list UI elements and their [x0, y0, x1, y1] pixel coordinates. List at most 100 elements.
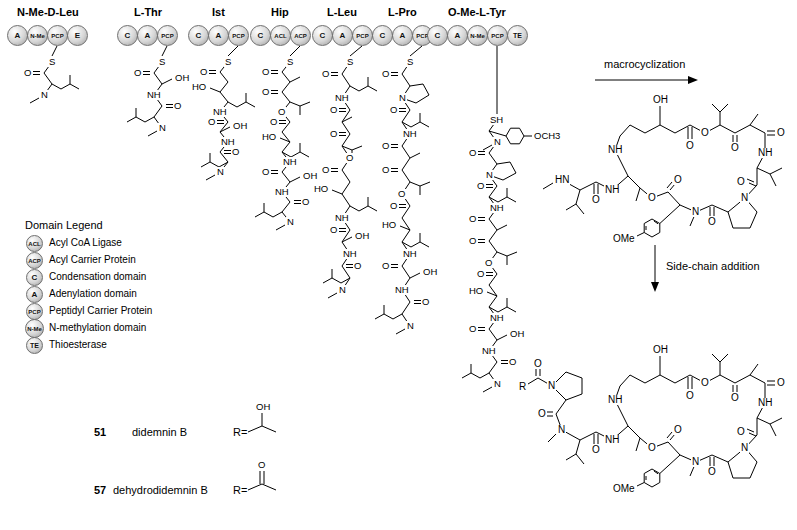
atom-label: NH: [342, 249, 358, 259]
bond-line: [162, 79, 172, 84]
bond-line: [331, 169, 338, 172]
atom-label: O: [730, 143, 740, 153]
bond-line: [350, 46, 362, 56]
bond-line: [328, 293, 337, 298]
domain-circle: C: [188, 25, 209, 46]
domain-circle: ACP: [26, 252, 43, 269]
bond-line: [339, 229, 346, 232]
atom-label: O: [776, 128, 786, 138]
atom-label: N: [485, 170, 494, 180]
bond-line: [414, 301, 421, 304]
atom-label: OH: [652, 95, 669, 105]
domain-abbreviation: ACL: [28, 241, 40, 247]
bond-line: [391, 73, 398, 76]
bond-line: [201, 153, 228, 167]
bond-line: [279, 121, 286, 124]
atom-label: N: [493, 379, 502, 389]
bond-line: [489, 131, 506, 136]
compound-number: 51: [93, 427, 107, 438]
module-name: N-Me-D-Leu: [16, 7, 80, 18]
atom-label: N: [40, 90, 49, 100]
atom-label: NH: [607, 395, 623, 405]
atom-label: O: [207, 117, 216, 127]
domain-circle: N-Me: [467, 25, 488, 46]
bond-line: [391, 265, 398, 268]
atom-label: O: [353, 261, 362, 271]
atom-label: O: [199, 67, 208, 77]
arrow-line: [595, 80, 690, 81]
bond-line: [489, 120, 497, 384]
atom-label: OMe: [612, 234, 636, 244]
bond-line: [339, 133, 346, 136]
atom-label: O: [261, 87, 270, 97]
atom-label: N: [406, 321, 415, 331]
legend-text: Acyl CoA Ligase: [48, 238, 123, 248]
caption-text: Domain Legend: [24, 220, 104, 231]
bond-line: [402, 113, 429, 127]
atom-label: O: [700, 128, 710, 138]
bond-line: [162, 46, 167, 56]
atom-label: O: [389, 201, 398, 211]
domain-circle: TE: [26, 337, 43, 354]
atom-label: O: [533, 359, 543, 369]
bond-line: [486, 185, 493, 188]
bond-line: [399, 205, 406, 208]
domain-abbreviation: PCP: [356, 33, 368, 39]
atom-label: NH: [489, 203, 505, 213]
atom-label: S: [48, 57, 56, 67]
bond-line: [478, 218, 485, 221]
domain-abbreviation: A: [340, 32, 346, 40]
legend-text: Adenylation domain: [48, 289, 138, 299]
domain-circle: C: [312, 25, 333, 46]
atom-label: HO: [381, 220, 397, 230]
atom-label: O: [261, 67, 270, 77]
domain-circle: ACP: [290, 25, 311, 46]
atom-label: N: [691, 457, 700, 467]
arrow-line: [655, 245, 656, 284]
bond-line: [209, 71, 216, 74]
module-name: Hip: [270, 7, 290, 18]
domain-abbreviation: C: [380, 32, 386, 40]
domain-abbreviation: PCP: [28, 309, 40, 315]
bond-line: [375, 305, 402, 319]
bond-line: [248, 471, 276, 490]
atom-label: NH: [757, 148, 773, 158]
atom-label: O: [685, 391, 695, 401]
atom-label: N: [740, 443, 749, 453]
atom-label: N: [493, 137, 502, 147]
domain-circle: PCP: [487, 25, 508, 46]
bond-line: [487, 292, 497, 296]
bond-line: [615, 125, 765, 212]
legend-text: N-methylation domain: [48, 323, 147, 333]
bond-line: [528, 369, 582, 442]
domain-abbreviation: PCP: [491, 33, 503, 39]
atom-label: O: [673, 425, 683, 435]
bond-line: [410, 273, 420, 278]
bond-line: [690, 168, 782, 228]
atom-label: NH: [489, 313, 505, 323]
atom-label: S: [346, 57, 354, 67]
domain-abbreviation: ACP: [28, 258, 41, 264]
domain-abbreviation: C: [125, 32, 131, 40]
atom-label: OH: [232, 121, 248, 131]
domain-circle: PCP: [47, 25, 68, 46]
domain-abbreviation: E: [75, 32, 80, 40]
bond-line: [210, 88, 220, 92]
bond-line: [410, 182, 430, 195]
caption-text: didemnin B: [131, 427, 188, 438]
macrocycle-skeleton: [562, 104, 782, 237]
bond-line: [543, 183, 553, 189]
bond-line: [410, 46, 422, 56]
bond-line: [339, 109, 346, 112]
bond-line: [228, 46, 238, 56]
legend-text: Acyl Carrier Protein: [48, 255, 137, 265]
bond-line: [342, 117, 352, 122]
domain-circle: N-Me: [25, 319, 44, 338]
bond-line: [486, 273, 493, 276]
structure-extras: [248, 80, 690, 490]
atom-label: O: [329, 129, 338, 139]
bond-line: [478, 328, 485, 331]
atom-label: N: [547, 381, 556, 391]
bond-line: [410, 153, 420, 158]
domain-circle: TE: [507, 25, 528, 46]
